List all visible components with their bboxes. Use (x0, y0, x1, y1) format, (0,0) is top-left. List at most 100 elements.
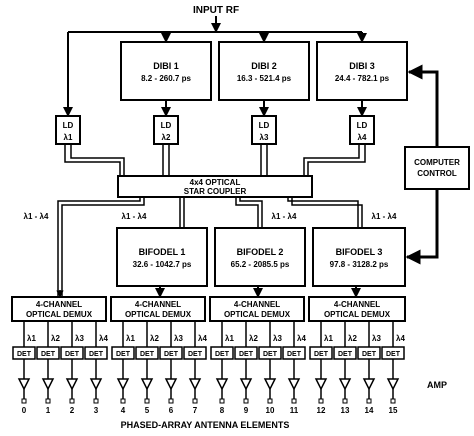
detector-label: DET (263, 351, 278, 358)
antenna-element-marker (120, 398, 126, 404)
antenna-element-marker (342, 398, 348, 404)
demux-3-line2: OPTICAL DEMUX (224, 310, 291, 319)
bifodel-1-box: BIFODEL 1 32.6 - 1042.7 ps (116, 227, 208, 287)
ld-2-label: LD (161, 121, 172, 130)
demux-output-wavelength: λ1 (225, 334, 234, 343)
demux-output-wavelength: λ1 (324, 334, 333, 343)
dibi-2-box: DIBI 2 16.3 - 521.4 ps (218, 41, 310, 101)
amplifier-triangle (386, 378, 400, 391)
detector-label: DET (164, 351, 179, 358)
detector-label: DET (314, 351, 329, 358)
dibi-3-range: 24.4 - 782.1 ps (335, 74, 390, 83)
dibi-3-box: DIBI 3 24.4 - 782.1 ps (316, 41, 408, 101)
wavelength-range-label-1: λ1 - λ4 (24, 212, 49, 221)
antenna-element-number: 14 (365, 406, 374, 415)
dibi-1-box: DIBI 1 8.2 - 260.7 ps (120, 41, 212, 101)
detector-label: DET (41, 351, 56, 358)
amplifier-triangle (17, 378, 31, 391)
antenna-channels: λ1DET0λ2DET1λ3DET2λ4DET3λ1DET4λ2DET5λ3DE… (12, 321, 405, 415)
wavelength-range-label-2: λ1 - λ4 (122, 212, 147, 221)
input-rf-label: INPUT RF (193, 5, 239, 16)
laser-diode-3: LD λ3 (251, 115, 277, 145)
antenna-element-number: 13 (341, 406, 350, 415)
amplifier-triangle (116, 378, 130, 391)
detector-label: DET (287, 351, 302, 358)
ld-2-wavelength: λ2 (162, 133, 171, 142)
computer-control-line2: CONTROL (417, 169, 457, 178)
ld-4-wavelength: λ4 (358, 133, 367, 142)
antenna-element-marker (168, 398, 174, 404)
demux-4-line2: OPTICAL DEMUX (324, 310, 391, 319)
antenna-element-number: 9 (244, 406, 249, 415)
dibi-2-name: DIBI 2 (251, 61, 277, 71)
dibi-2-range: 16.3 - 521.4 ps (237, 74, 292, 83)
antenna-element-marker (192, 398, 198, 404)
antenna-element-number: 0 (22, 406, 27, 415)
antenna-element-number: 3 (94, 406, 99, 415)
ld-1-wavelength: λ1 (64, 133, 73, 142)
demux-4-line1: 4-CHANNEL (334, 300, 380, 309)
antenna-element-number: 6 (169, 406, 174, 415)
dibi-1-range: 8.2 - 260.7 ps (141, 74, 191, 83)
amplifier-triangle (263, 378, 277, 391)
computer-control-box: COMPUTER CONTROL (404, 146, 470, 190)
amplifier-triangle (362, 378, 376, 391)
bifodel-2-name: BIFODEL 2 (237, 247, 284, 257)
demux-1-line1: 4-CHANNEL (36, 300, 82, 309)
antenna-element-number: 5 (145, 406, 150, 415)
detector-label: DET (239, 351, 254, 358)
bifodel-1-name: BIFODEL 1 (139, 247, 186, 257)
demux-output-wavelength: λ4 (396, 334, 405, 343)
amplifier-triangle (215, 378, 229, 391)
dibi-3-name: DIBI 3 (349, 61, 375, 71)
demux-2-line2: OPTICAL DEMUX (125, 310, 192, 319)
control-to-bifodel3-arrow (405, 189, 439, 265)
antenna-element-marker (366, 398, 372, 404)
coupler-line1: 4x4 OPTICAL (190, 178, 241, 187)
demux-output-wavelength: λ1 (126, 334, 135, 343)
ld-1-label: LD (63, 121, 74, 130)
amplifier-triangle (164, 378, 178, 391)
amplifier-triangle (239, 378, 253, 391)
ld-4-label: LD (357, 121, 368, 130)
antenna-element-marker (219, 398, 225, 404)
antenna-element-marker (243, 398, 249, 404)
antenna-element-number: 15 (389, 406, 398, 415)
computer-control-line1: COMPUTER (414, 158, 460, 167)
amplifier-triangle (188, 378, 202, 391)
star-coupler-box: 4x4 OPTICAL STAR COUPLER (117, 175, 313, 198)
antenna-element-marker (93, 398, 99, 404)
bifodel-3-range: 97.8 - 3128.2 ps (330, 260, 389, 269)
detector-label: DET (140, 351, 155, 358)
amplifier-triangle (65, 378, 79, 391)
demux-output-wavelength: λ3 (75, 334, 84, 343)
antenna-element-number: 8 (220, 406, 225, 415)
detector-label: DET (188, 351, 203, 358)
antenna-element-marker (21, 398, 27, 404)
laser-diode-2: LD λ2 (153, 115, 179, 145)
demux-output-wavelength: λ2 (348, 334, 357, 343)
ld-to-coupler-fibers (64, 144, 366, 176)
ld-3-label: LD (259, 121, 270, 130)
antenna-element-number: 11 (290, 406, 299, 415)
demux-2-box: 4-CHANNEL OPTICAL DEMUX (110, 296, 206, 322)
demux-3-box: 4-CHANNEL OPTICAL DEMUX (209, 296, 305, 322)
demux-2-line1: 4-CHANNEL (135, 300, 181, 309)
demux-output-wavelength: λ3 (174, 334, 183, 343)
laser-diode-1: LD λ1 (55, 115, 81, 145)
demux-output-wavelength: λ4 (297, 334, 306, 343)
bifodel-3-name: BIFODEL 3 (336, 247, 383, 257)
antenna-element-marker (69, 398, 75, 404)
antenna-element-number: 7 (193, 406, 198, 415)
antenna-element-number: 10 (266, 406, 275, 415)
antenna-element-number: 1 (46, 406, 51, 415)
demux-1-line2: OPTICAL DEMUX (26, 310, 93, 319)
laser-diode-4: LD λ4 (349, 115, 375, 145)
amplifier-triangle (89, 378, 103, 391)
ld-3-wavelength: λ3 (260, 133, 269, 142)
demux-1-box: 4-CHANNEL OPTICAL DEMUX (11, 296, 107, 322)
dibi-1-name: DIBI 1 (153, 61, 179, 71)
wavelength-range-label-3: λ1 - λ4 (272, 212, 297, 221)
detector-label: DET (215, 351, 230, 358)
